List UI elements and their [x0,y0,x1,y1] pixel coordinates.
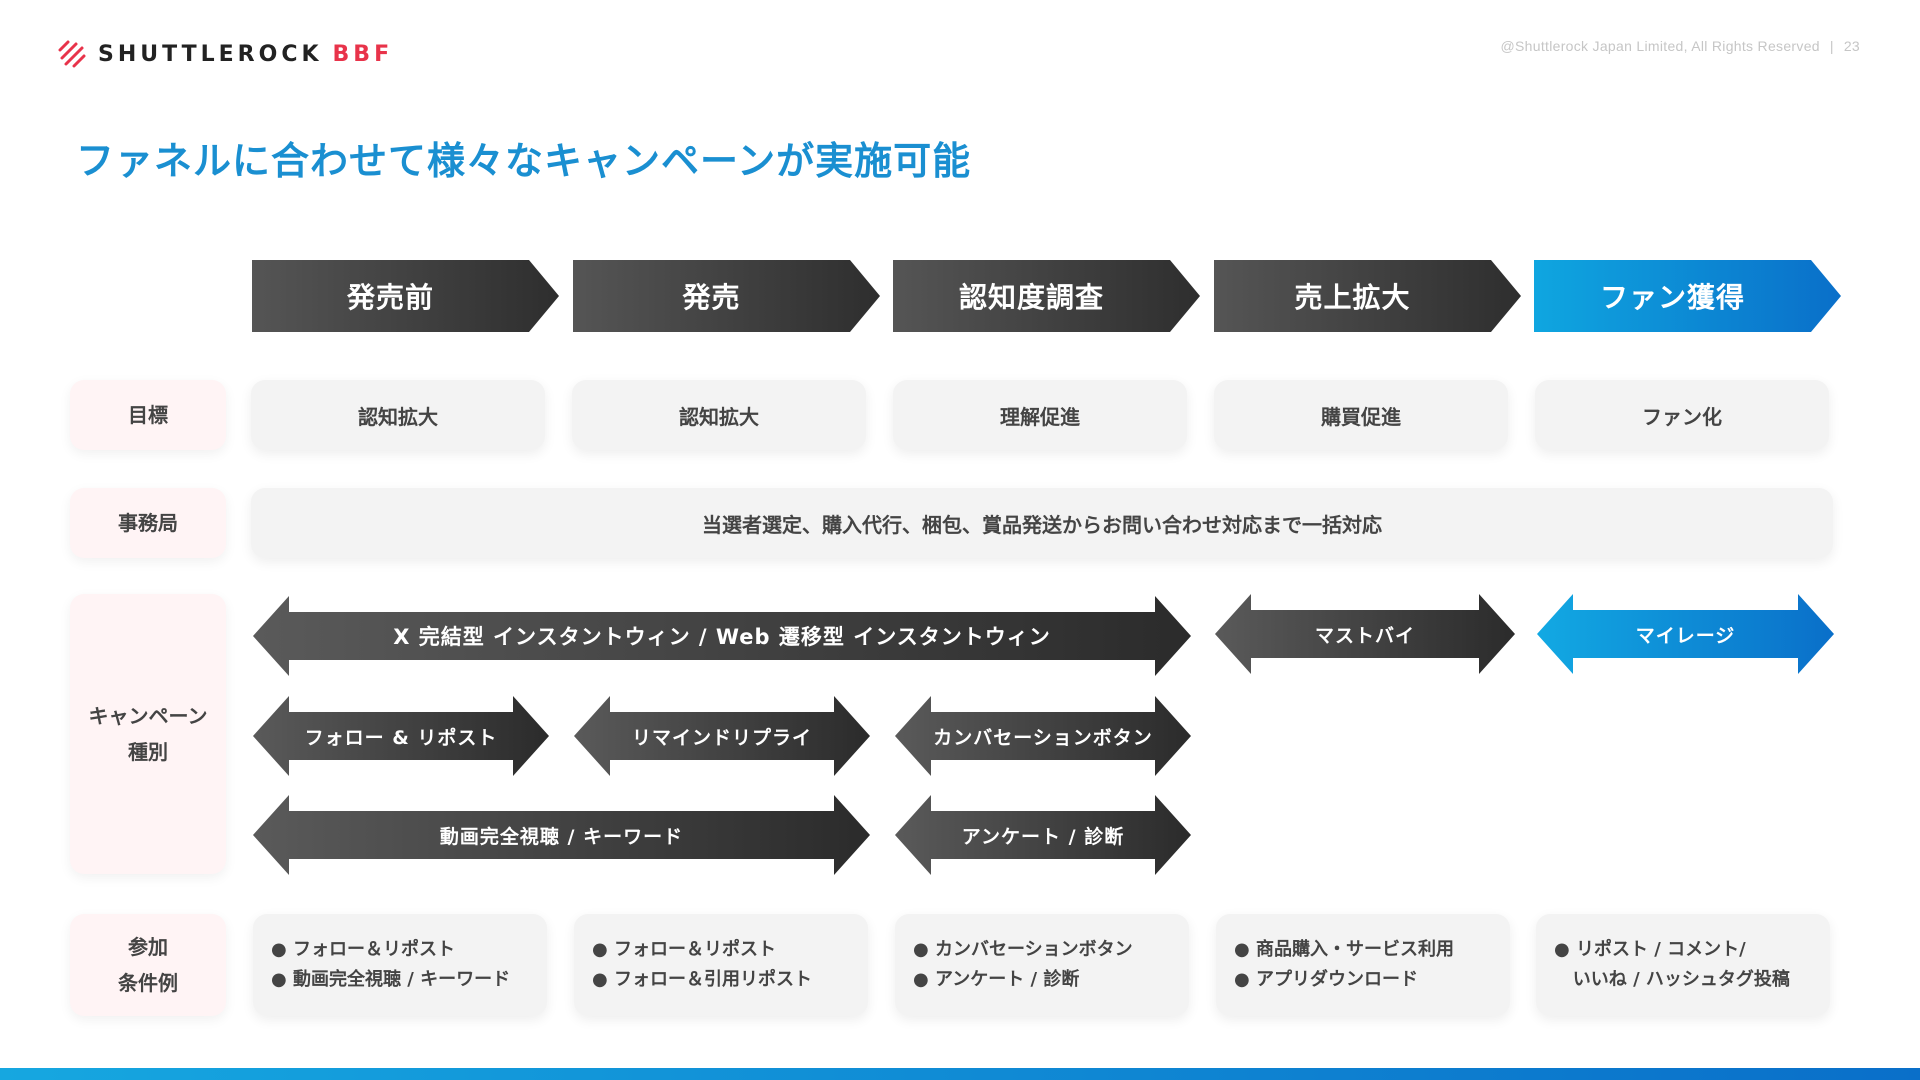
campaign-must-buy: マストバイ [1215,594,1515,674]
condition-item: ● フォロー＆引用リポスト [592,969,812,990]
condition-item: ● フォロー＆リポスト [592,939,776,960]
brand-wordmark: SHUTTLEROCK BBF [98,42,393,67]
campaign-conversation-button: カンバセーションボタン [895,696,1191,776]
condition-item: ● リポスト / コメント/ [1554,939,1746,960]
stage-fan-acquisition: ファン獲得 [1534,260,1841,332]
brand-suffix: BBF [332,41,394,67]
campaign-survey: アンケート / 診断 [895,795,1191,875]
row-label-office-text: 事務局 [118,511,178,535]
condition-cell: ● フォロー＆リポスト ● フォロー＆引用リポスト [574,914,868,1016]
row-label-office: 事務局 [70,488,226,558]
page-number: 23 [1843,38,1860,54]
row-label-campaign-type: キャンペーン 種別 [70,594,226,874]
campaign-follow-repost: フォロー & リポスト [253,696,549,776]
campaign-mileage: マイレージ [1537,594,1834,674]
stage-launch: 発売 [573,260,880,332]
bottom-accent-bar [0,1068,1920,1080]
condition-cell: ● 商品購入・サービス利用 ● アプリダウンロード [1216,914,1510,1016]
condition-item: ● アンケート / 診断 [913,969,1080,990]
condition-item: ● カンバセーションボタン [913,939,1133,960]
office-service-text: 当選者選定、購入代行、梱包、賞品発送からお問い合わせ対応まで一括対応 [251,488,1833,558]
goal-cell: 認知拡大 [572,380,866,450]
row-label-conditions: 参加 条件例 [70,914,226,1016]
copyright-text: @Shuttlerock Japan Limited, All Rights R… [1500,38,1820,54]
row-label-campaign-line2: 種別 [128,740,168,764]
shuttlerock-logo-icon [58,40,86,68]
goal-cell: 購買促進 [1214,380,1508,450]
condition-item: いいね / ハッシュタグ投稿 [1554,969,1790,990]
stage-awareness-survey: 認知度調査 [893,260,1200,332]
campaign-video-keyword: 動画完全視聴 / キーワード [253,795,870,875]
brand-logo: SHUTTLEROCK BBF [58,40,393,68]
condition-item: ● 動画完全視聴 / キーワード [271,969,511,990]
goal-cell: ファン化 [1535,380,1829,450]
copyright-notice: @Shuttlerock Japan Limited, All Rights R… [1501,38,1860,54]
row-label-campaign-line1: キャンペーン [88,704,208,728]
stage-sales-expansion: 売上拡大 [1214,260,1521,332]
row-label-goal-text: 目標 [128,403,168,427]
page-title: ファネルに合わせて様々なキャンペーンが実施可能 [76,139,972,183]
condition-item: ● 商品購入・サービス利用 [1234,939,1454,960]
goal-cell: 認知拡大 [251,380,545,450]
row-label-cond-line2: 条件例 [118,971,178,995]
brand-name: SHUTTLEROCK [98,41,323,67]
goal-cell: 理解促進 [893,380,1187,450]
condition-cell: ● フォロー＆リポスト ● 動画完全視聴 / キーワード [253,914,547,1016]
condition-cell: ● リポスト / コメント/ いいね / ハッシュタグ投稿 [1536,914,1830,1016]
campaign-instant-win: X 完結型 インスタントウィン / Web 遷移型 インスタントウィン [253,596,1191,676]
condition-item: ● アプリダウンロード [1234,969,1418,990]
campaign-remind-reply: リマインドリプライ [574,696,870,776]
stage-pre-launch: 発売前 [252,260,559,332]
condition-cell: ● カンバセーションボタン ● アンケート / 診断 [895,914,1189,1016]
row-label-cond-line1: 参加 [128,935,168,959]
condition-item: ● フォロー＆リポスト [271,939,455,960]
separator: | [1829,38,1834,54]
row-label-goal: 目標 [70,380,226,450]
